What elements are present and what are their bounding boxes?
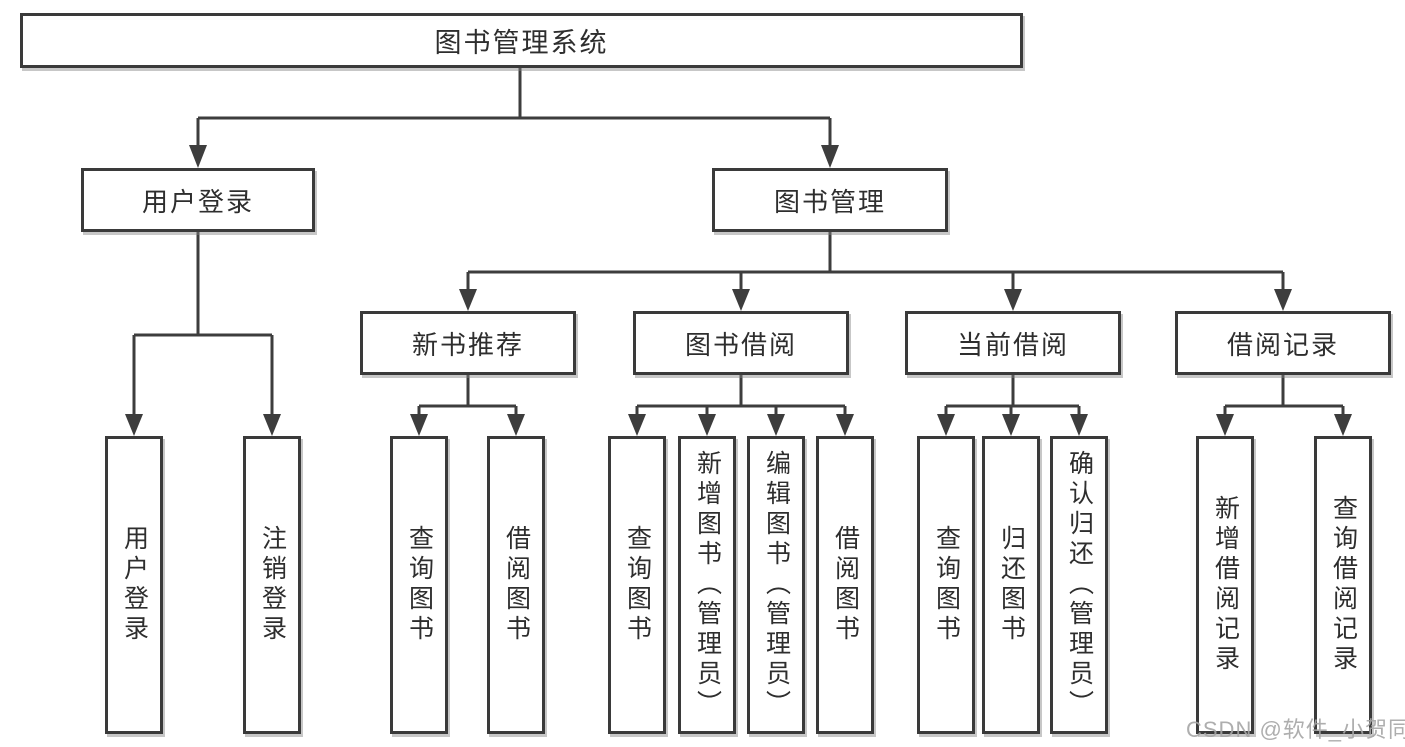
csdn-watermark: CSDN @软件_小贺同学 xyxy=(1186,717,1405,742)
node-user-login: 用户登录 xyxy=(81,168,315,232)
node-borrowing-records: 借阅记录 xyxy=(1175,311,1391,375)
node-label: 新书推荐 xyxy=(411,329,524,360)
leaf-logout: 注销登录 xyxy=(243,436,301,734)
leaf-query-borrow-record: 查询借阅记录 xyxy=(1314,436,1372,734)
leaf-query-books-recommend: 查询图书 xyxy=(390,436,448,734)
node-book-management: 图书管理 xyxy=(712,168,948,232)
leaf-user-login: 用户登录 xyxy=(105,436,163,734)
leaf-return-books: 归还图书 xyxy=(982,436,1040,734)
node-label: 当前借阅 xyxy=(956,329,1069,360)
leaf-add-borrow-record: 新增借阅记录 xyxy=(1196,436,1254,734)
node-book-borrowing: 图书借阅 xyxy=(633,311,849,375)
leaf-query-books-borrowing: 查询图书 xyxy=(608,436,666,734)
leaf-query-books-current: 查询图书 xyxy=(917,436,975,734)
node-library-management-system: 图书管理系统 xyxy=(20,13,1023,68)
node-label: 图书管理系统 xyxy=(434,28,609,58)
node-label: 图书管理 xyxy=(773,186,886,217)
leaf-confirm-return-admin: 确认归还（管理员） xyxy=(1050,436,1108,734)
node-current-borrowing: 当前借阅 xyxy=(905,311,1121,375)
node-new-book-recommend: 新书推荐 xyxy=(360,311,576,375)
node-label: 用户登录 xyxy=(141,186,254,217)
leaf-borrow-books-borrowing: 借阅图书 xyxy=(816,436,874,734)
leaf-add-books-admin: 新增图书（管理员） xyxy=(678,436,736,734)
leaf-edit-books-admin: 编辑图书（管理员） xyxy=(747,436,805,734)
node-label: 图书借阅 xyxy=(684,329,797,360)
leaf-borrow-books-recommend: 借阅图书 xyxy=(487,436,545,734)
node-label: 借阅记录 xyxy=(1226,329,1339,360)
